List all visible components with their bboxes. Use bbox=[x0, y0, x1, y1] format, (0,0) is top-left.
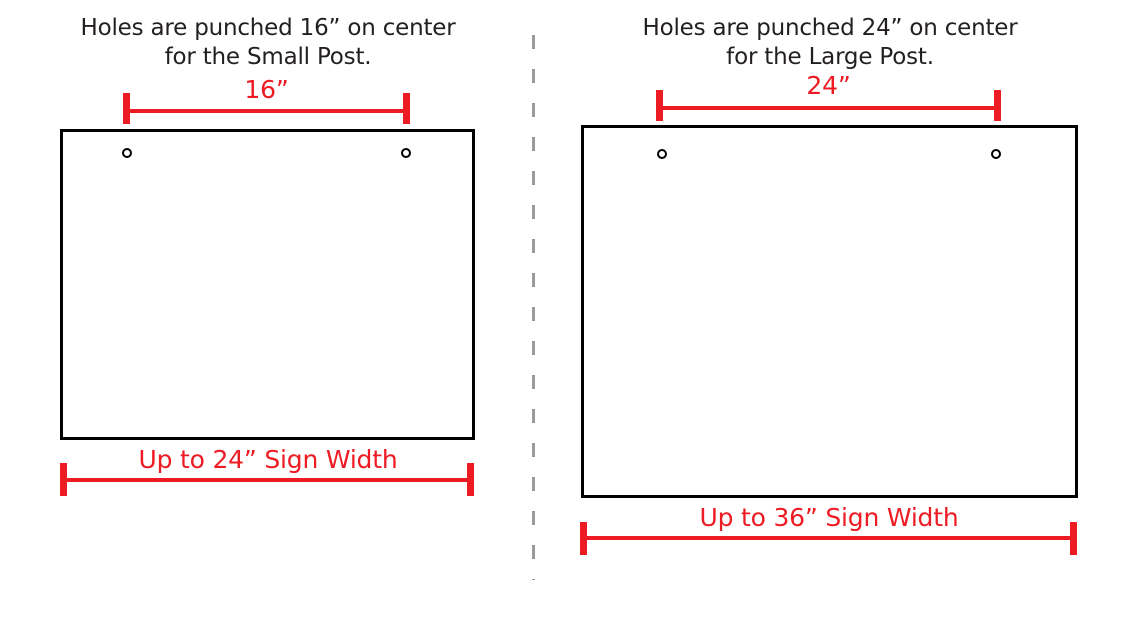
large-post-sign-width-tick-left bbox=[580, 522, 587, 555]
small-post-hole-spacing-tick-left bbox=[123, 93, 130, 124]
large-post-punch-hole-left bbox=[657, 149, 667, 159]
large-post-sign-width-tick-right bbox=[1070, 522, 1077, 555]
large-post-hole-spacing-tick-left bbox=[656, 90, 663, 121]
divider-dashed-line bbox=[532, 35, 535, 580]
large-post-sign-width-line bbox=[580, 536, 1077, 540]
large-post-title-line2: for the Large Post. bbox=[726, 44, 934, 70]
small-post-punch-hole-right bbox=[401, 148, 411, 158]
large-post-hole-spacing-label: 24” bbox=[806, 71, 851, 100]
small-post-sign-width-label: Up to 24” Sign Width bbox=[138, 445, 398, 474]
large-post-title: Holes are punched 24” on center for the … bbox=[600, 14, 1060, 72]
large-post-hole-spacing-line bbox=[656, 106, 1001, 110]
small-post-hole-spacing-tick-right bbox=[403, 93, 410, 124]
large-post-punch-hole-right bbox=[991, 149, 1001, 159]
small-post-sign-width-tick-left bbox=[60, 463, 67, 496]
small-post-title-line1: Holes are punched 16” on center bbox=[80, 15, 456, 41]
small-post-punch-hole-left bbox=[122, 148, 132, 158]
small-post-sign-width-tick-right bbox=[467, 463, 474, 496]
small-post-hole-spacing-line bbox=[123, 109, 410, 113]
small-post-title: Holes are punched 16” on center for the … bbox=[38, 14, 498, 72]
large-post-title-line1: Holes are punched 24” on center bbox=[642, 15, 1018, 41]
large-post-hole-spacing-tick-right bbox=[994, 90, 1001, 121]
small-post-sign-width-line bbox=[60, 478, 474, 482]
large-post-sign-rectangle bbox=[581, 125, 1078, 498]
small-post-hole-spacing-label: 16” bbox=[244, 75, 289, 104]
small-post-title-line2: for the Small Post. bbox=[164, 44, 372, 70]
large-post-sign-width-label: Up to 36” Sign Width bbox=[699, 503, 959, 532]
small-post-sign-rectangle bbox=[60, 129, 475, 440]
